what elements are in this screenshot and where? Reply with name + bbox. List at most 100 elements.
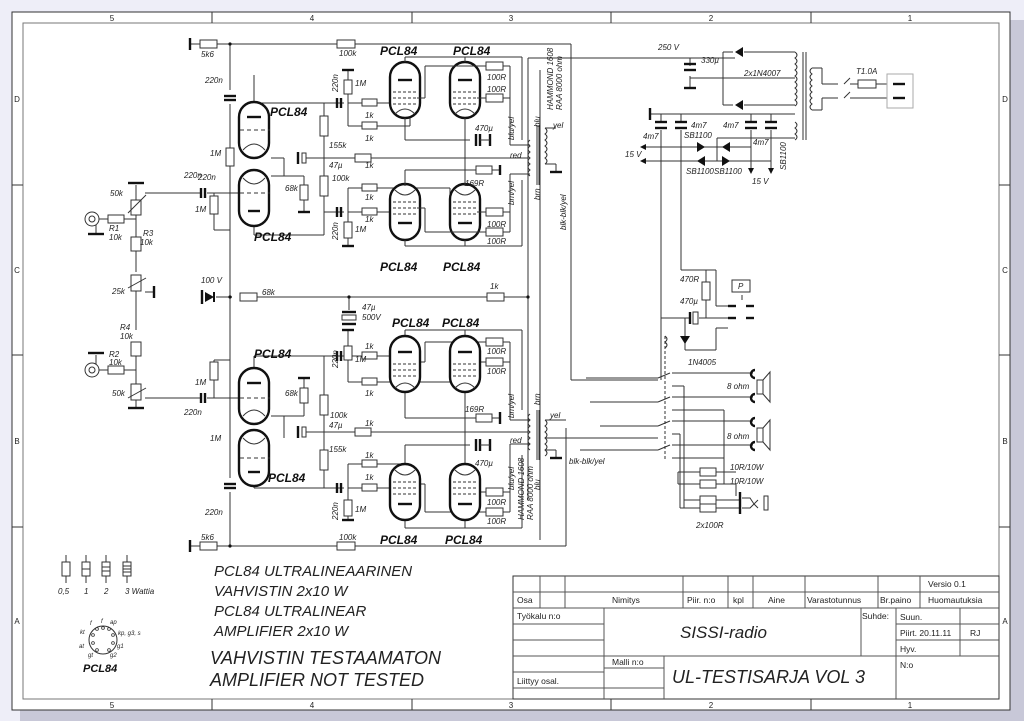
cap-label: 470µ bbox=[475, 124, 493, 133]
pin-label: kt bbox=[80, 630, 85, 636]
pcl84-tube-icon bbox=[388, 182, 422, 242]
wire-label: yel bbox=[552, 121, 563, 130]
resistor-label: 169R bbox=[465, 405, 484, 414]
tube-label: PCL84 bbox=[254, 230, 292, 244]
wire-label: blu/yel bbox=[507, 117, 516, 140]
cap-label: 220n bbox=[331, 222, 340, 241]
col-label: 5 bbox=[110, 701, 115, 710]
header-varastotunnus: Varastotunnus bbox=[807, 595, 861, 605]
approved-label: Hyv. bbox=[900, 644, 916, 654]
header-piir-no: Piir. n:o bbox=[687, 595, 716, 605]
pin-label: at bbox=[79, 644, 84, 650]
col-label: 2 bbox=[709, 14, 714, 23]
description-line: VAHVISTIN 2x10 W bbox=[214, 583, 349, 600]
row-label: A bbox=[1002, 617, 1008, 626]
cap-label: 4m7 bbox=[643, 132, 659, 141]
pcl84-tube-icon bbox=[448, 462, 482, 522]
diode-icon bbox=[697, 156, 705, 166]
warning-line: AMPLIFIER NOT TESTED bbox=[209, 670, 424, 690]
wire-label: brn/yel bbox=[507, 394, 516, 418]
pin-label: ap bbox=[110, 620, 117, 626]
cap-label: 220n bbox=[204, 508, 223, 517]
col-label: 3 bbox=[509, 701, 514, 710]
wire-label: red bbox=[510, 151, 522, 160]
resistor-label: 1k bbox=[365, 111, 374, 120]
pot-label: 25k bbox=[111, 287, 126, 296]
wire-label: yel bbox=[549, 411, 560, 420]
pcl84-tube-icon bbox=[388, 462, 422, 522]
tube-label: PCL84 bbox=[380, 533, 418, 547]
cap-label: 500V bbox=[362, 313, 381, 322]
resistor-label: 100k bbox=[332, 174, 350, 183]
pin-label: g2 bbox=[110, 653, 117, 659]
header-kpl: kpl bbox=[733, 595, 744, 605]
pinout-diagram: f f ap kp, g3, s g1 g2 gt at kt PCL84 bbox=[79, 619, 141, 675]
resistor-label: 169R bbox=[465, 179, 484, 188]
wire-label: red bbox=[510, 436, 522, 445]
ref-label: R4 bbox=[120, 323, 131, 332]
resistor-label: 1M bbox=[355, 355, 366, 364]
wire-label: blk-blk/yel bbox=[569, 457, 605, 466]
channel-1: PCL84 PCL84 PCL84 PCL84 PCL84 PCL84 220n… bbox=[176, 44, 568, 274]
transformer-label: HAMMOND 1608 bbox=[517, 457, 526, 520]
resistor-label: 1k bbox=[365, 419, 374, 428]
resistor-label: 1M bbox=[195, 205, 206, 214]
diode-icon bbox=[735, 47, 743, 57]
diode-label: SB1100 bbox=[684, 131, 712, 140]
resistor-label: 100R bbox=[487, 347, 506, 356]
resistor-label: 100k bbox=[330, 411, 348, 420]
designed-label: Suun. bbox=[900, 612, 922, 622]
diode-label: SB1100 bbox=[714, 167, 742, 176]
wire-label: brn bbox=[533, 188, 542, 200]
pin-label: kp, g3, s bbox=[118, 631, 141, 637]
pcl84-tube-icon bbox=[388, 60, 422, 120]
resistor-label: 68k bbox=[285, 184, 299, 193]
value-label: 10k bbox=[109, 233, 123, 242]
cap-label: 470µ bbox=[475, 459, 493, 468]
row-label: D bbox=[1002, 95, 1008, 104]
col-label: 1 bbox=[908, 701, 913, 710]
header-nimitys: Nimitys bbox=[612, 595, 640, 605]
diode-icon bbox=[722, 142, 730, 152]
speaker-icon bbox=[756, 370, 771, 404]
cap-label: 220n bbox=[331, 350, 340, 369]
resistor-label: 1M bbox=[355, 225, 366, 234]
cap-label: 330µ bbox=[701, 56, 719, 65]
tube-label: PCL84 bbox=[443, 260, 481, 274]
row-label: B bbox=[1002, 437, 1007, 446]
cap-label: 220n bbox=[197, 173, 216, 182]
drawn-label: Piirt. 20.11.11 bbox=[900, 628, 951, 638]
pin-label: g1 bbox=[117, 644, 124, 650]
col-label: 5 bbox=[110, 14, 115, 23]
resistor-label: 1k bbox=[365, 389, 374, 398]
header-aine: Aine bbox=[768, 595, 785, 605]
resistor-label: 100R bbox=[487, 85, 506, 94]
tube-label: PCL84 bbox=[442, 316, 480, 330]
pin-label: gt bbox=[88, 653, 93, 659]
warning-line: VAHVISTIN TESTAAMATON bbox=[210, 648, 442, 668]
resistor-label: 10R/10W bbox=[730, 463, 765, 472]
resistor-label: 1M bbox=[210, 434, 221, 443]
drawn-by: RJ bbox=[970, 628, 980, 638]
resistor-label: 100R bbox=[487, 517, 506, 526]
cap-label: 47µ bbox=[329, 421, 343, 430]
resistor-label: 155k bbox=[329, 141, 347, 150]
cap-label: 220n bbox=[331, 502, 340, 521]
cap-label: 220n bbox=[183, 408, 202, 417]
transformer-label: RAA 8000 ohm bbox=[526, 466, 535, 520]
ref-label: R3 bbox=[143, 229, 154, 238]
pot-label: 50k bbox=[112, 389, 126, 398]
diode-icon bbox=[680, 336, 690, 344]
col-label: 2 bbox=[709, 701, 714, 710]
resistor-label: 100k bbox=[339, 49, 357, 58]
tube-label: PCL84 bbox=[270, 105, 308, 119]
pin-label: f bbox=[90, 621, 93, 627]
diode-label: SB1100 bbox=[686, 167, 714, 176]
description: PCL84 ULTRALINEAARINEN VAHVISTIN 2x10 W … bbox=[209, 563, 442, 690]
resistor-label: 10R/10W bbox=[730, 477, 765, 486]
row-label: C bbox=[1002, 266, 1008, 275]
diode-label: 1N4005 bbox=[688, 358, 717, 367]
cap-label: 220n bbox=[331, 74, 340, 93]
tube-label: PCL84 bbox=[380, 44, 418, 58]
